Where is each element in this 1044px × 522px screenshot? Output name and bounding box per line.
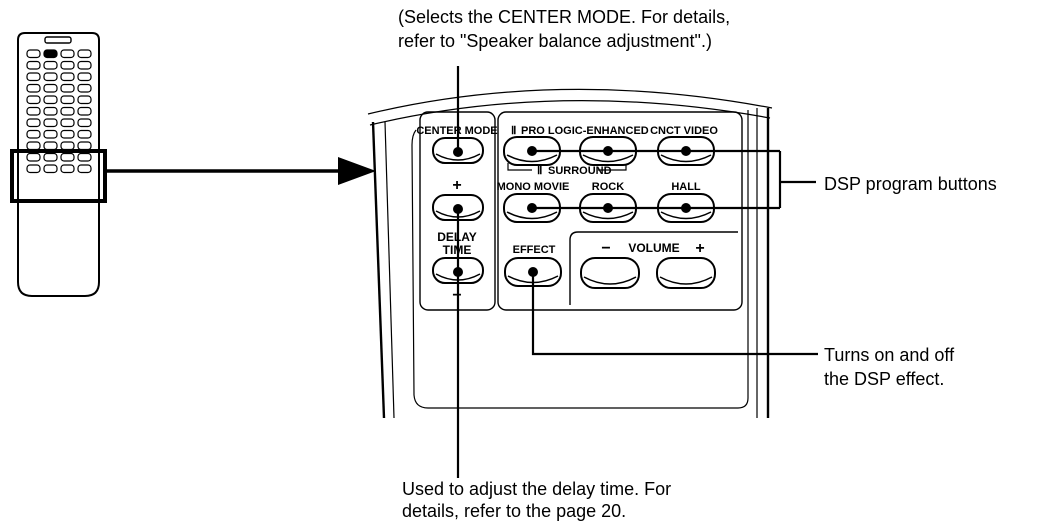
remote-key — [43, 60, 58, 70]
remote-key — [26, 83, 41, 93]
remote-key — [77, 141, 92, 151]
leader-dots — [453, 146, 691, 277]
remote-key — [43, 141, 58, 151]
remote-key — [60, 141, 75, 151]
delay-plus-label: + — [452, 177, 461, 194]
remote-highlight-box — [10, 149, 107, 203]
remote-key — [26, 129, 41, 139]
panel-frame — [367, 88, 773, 419]
remote-key — [60, 152, 75, 162]
dsp-program-callout: DSP program buttons — [824, 174, 997, 194]
remote-key — [60, 164, 75, 174]
remote-key — [60, 95, 75, 105]
remote-key — [26, 60, 41, 70]
pro-logic-enhanced-label: PRO LOGIC-ENHANCED — [521, 125, 649, 137]
remote-key — [77, 49, 92, 59]
volume-down-button[interactable] — [580, 257, 640, 289]
cnct-video-label: CNCT VIDEO — [650, 125, 718, 137]
remote-key — [77, 152, 92, 162]
delay-callout-line2: details, refer to the page 20. — [402, 501, 627, 521]
surround-label: SURROUND — [548, 165, 612, 177]
remote-key — [26, 118, 41, 128]
remote-key — [77, 118, 92, 128]
center-mode-callout-line2: refer to "Speaker balance adjustment".) — [398, 31, 712, 51]
remote-key — [43, 83, 58, 93]
delay-callout-line1: Used to adjust the delay time. For — [402, 479, 672, 499]
volume-minus-label: − — [601, 240, 610, 257]
remote-key — [26, 95, 41, 105]
remote-key — [43, 106, 58, 116]
remote-key — [43, 95, 58, 105]
remote-button-grid — [26, 49, 92, 174]
remote-key — [60, 83, 75, 93]
remote-key — [77, 106, 92, 116]
remote-key — [43, 118, 58, 128]
remote-key — [26, 152, 41, 162]
remote-key — [26, 164, 41, 174]
remote-key — [77, 72, 92, 82]
zoom-arrowhead — [338, 157, 376, 185]
effect-callout-line1: Turns on and off — [824, 345, 955, 365]
remote-key — [77, 95, 92, 105]
volume-plus-label: + — [695, 240, 704, 257]
remote-key — [77, 60, 92, 70]
remote-key — [26, 49, 41, 59]
remote-key — [77, 129, 92, 139]
remote-key — [60, 49, 75, 59]
remote-key — [43, 49, 58, 59]
remote-key — [77, 164, 92, 174]
remote-control-illustration — [17, 32, 100, 297]
remote-key — [60, 106, 75, 116]
remote-key — [43, 129, 58, 139]
effect-callout-line2: the DSP effect. — [824, 369, 945, 389]
remote-key — [26, 141, 41, 151]
remote-key — [77, 83, 92, 93]
volume-up-button[interactable] — [656, 257, 716, 289]
remote-key — [43, 152, 58, 162]
hall-label: HALL — [671, 181, 701, 193]
remote-key — [43, 164, 58, 174]
mono-movie-label: MONO MOVIE — [497, 181, 570, 193]
dolby-logo-icon: Ⅱ — [537, 165, 542, 177]
remote-key — [60, 72, 75, 82]
rock-label: ROCK — [592, 181, 624, 193]
remote-key — [60, 129, 75, 139]
remote-key — [43, 72, 58, 82]
center-mode-callout-line1: (Selects the CENTER MODE. For details, — [398, 7, 731, 27]
remote-key — [26, 72, 41, 82]
remote-key — [26, 106, 41, 116]
effect-label: EFFECT — [513, 244, 556, 256]
dolby-logo-icon: Ⅱ — [511, 125, 516, 137]
remote-key — [60, 118, 75, 128]
volume-label: VOLUME — [628, 241, 679, 255]
remote-key — [60, 60, 75, 70]
leader-lines — [456, 66, 818, 478]
